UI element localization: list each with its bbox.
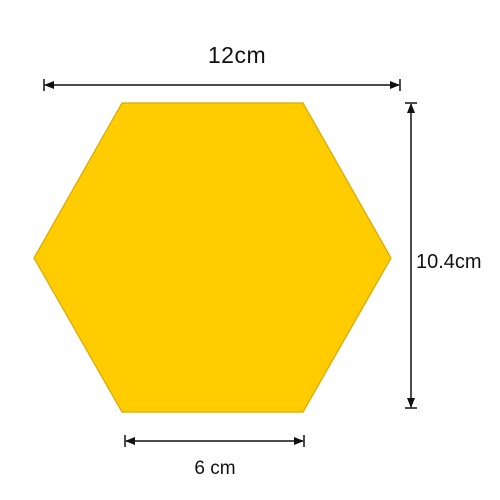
side-dimension-line: [124, 435, 305, 447]
height-dimension-line: [405, 102, 417, 409]
width-label: 12cm: [207, 42, 267, 68]
side-length-label: 6 cm: [194, 458, 236, 479]
width-dimension-line: [43, 79, 401, 91]
yellow-hexagon: [33, 102, 392, 413]
height-label: 10.4cm: [416, 251, 482, 273]
